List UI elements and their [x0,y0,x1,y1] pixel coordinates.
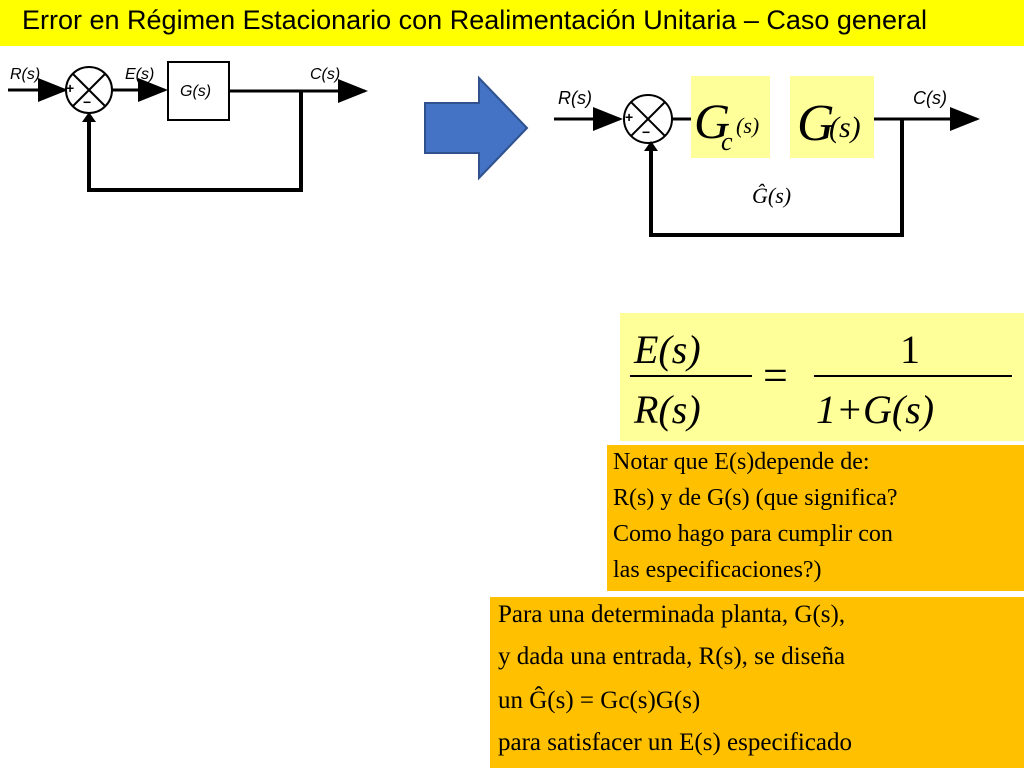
right-arrow-icon [424,75,529,181]
left-feedback-path [87,91,303,192]
title-bar [0,0,1024,46]
left-minus-sign: − [83,94,91,110]
left-input-label: R(s) [10,66,40,83]
left-plus-sign: + [66,80,74,96]
design-line-3: un Ĝ(s) = Gc(s)G(s) [498,687,701,714]
left-output-label: C(s) [310,66,340,83]
left-error-label: E(s) [125,66,154,83]
note-line-3: Como hago para cumplir con [613,521,893,547]
controller-symbol: G [694,93,730,149]
right-feedback-path [649,119,904,237]
controller-subscript: c [721,127,733,156]
formula-numerator-right: 1 [900,327,920,372]
right-plus-sign: + [625,109,633,125]
plant-argument: (s) [829,111,861,144]
note-line-2: R(s) y de G(s) (que significa? [613,485,898,511]
note-box: Notar que E(s)depende de: R(s) y de G(s)… [607,445,1024,591]
design-line-4: para satisfacer un E(s) especificado [498,729,852,756]
controller-argument: (s) [736,113,759,138]
error-formula-box: E(s) R(s) = 1 1+G(s) [620,313,1024,441]
page-title: Error en Régimen Estacionario con Realim… [22,5,927,35]
design-line-1: Para una determinada planta, G(s), [498,601,846,628]
combined-transfer-label: Ĝ(s) [752,183,791,208]
plant-symbol: G [797,95,835,152]
right-output-label: C(s) [913,88,947,108]
plant-highlight [790,76,874,158]
right-input-label: R(s) [558,88,592,108]
design-line-2: y dada una entrada, R(s), se diseña [498,643,846,670]
formula-equals: = [763,351,788,400]
formula-denominator-right: 1+G(s) [816,387,934,432]
formula-numerator-left: E(s) [633,327,701,372]
left-block-label: G(s) [180,83,211,100]
design-box: Para una determinada planta, G(s), y dad… [490,597,1024,768]
note-line-1: Notar que E(s)depende de: [613,449,870,475]
formula-denominator-left: R(s) [633,387,701,432]
error-formula: E(s) R(s) = 1 1+G(s) [630,327,1012,432]
note-line-4: las especificaciones?) [613,557,822,583]
right-minus-sign: − [642,124,650,140]
controller-highlight [691,76,770,158]
